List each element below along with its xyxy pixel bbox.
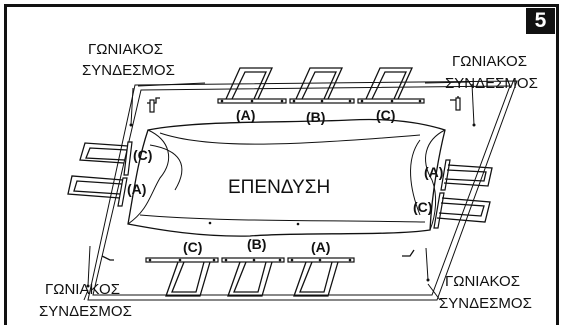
bottom-leg-c bbox=[165, 261, 211, 297]
ground-sheet-inner bbox=[92, 85, 511, 296]
bottom-rail-b bbox=[221, 257, 285, 263]
top-rail-c-label: (C) bbox=[376, 107, 395, 123]
leader-line-top-right bbox=[424, 81, 471, 84]
bottom-rail-c-label: (C) bbox=[183, 239, 202, 255]
left-rail-a bbox=[117, 177, 128, 207]
right-rail-a bbox=[440, 159, 451, 191]
bottom-rail-a-label: (A) bbox=[311, 239, 330, 255]
right-leg-a bbox=[443, 164, 493, 187]
corner-label-bottom-left-line1: ΓΩΝΙΑΚΟΣ bbox=[45, 281, 120, 298]
top-rail-b-label: (B) bbox=[306, 109, 325, 125]
bottom-rail-a bbox=[287, 257, 355, 263]
left-leg-a bbox=[67, 175, 124, 199]
corner-label-bottom-right-line1: ΓΩΝΙΑΚΟΣ bbox=[445, 273, 520, 290]
liner-fold-5 bbox=[149, 144, 183, 191]
top-leg-a bbox=[225, 67, 274, 100]
liner-fold-6 bbox=[410, 139, 421, 216]
right-rail-c-label: (C) bbox=[413, 199, 432, 215]
liner-drain-dot bbox=[296, 222, 300, 226]
corner-label-top-left-line1: ΓΩΝΙΑΚΟΣ bbox=[88, 41, 163, 58]
bottom-rail-b-label: (B) bbox=[247, 236, 266, 252]
corner-connector-top-right bbox=[450, 83, 476, 127]
right-leg-c bbox=[436, 197, 491, 223]
top-leg-b bbox=[295, 67, 344, 100]
corner-label-top-right-line2: ΣΥΝΔΕΣΜΟΣ bbox=[445, 75, 538, 92]
step-number-badge: 5 bbox=[526, 8, 555, 34]
liner-fold-2 bbox=[425, 129, 446, 231]
right-rail-a-label: (A) bbox=[424, 164, 443, 180]
left-rail-c-label: (C) bbox=[133, 147, 152, 163]
corner-connector-top-left bbox=[129, 87, 160, 127]
left-rail-a-label: (A) bbox=[127, 181, 146, 197]
liner-fold-3 bbox=[159, 132, 421, 145]
leader-line-bottom-right bbox=[427, 283, 441, 301]
top-leg-c bbox=[365, 67, 414, 100]
bottom-rail-c bbox=[145, 257, 219, 263]
top-rail-b bbox=[289, 98, 355, 104]
corner-label-bottom-right-line2: ΣΥΝΔΕΣΜΟΣ bbox=[439, 295, 532, 312]
leader-line-bottom-left bbox=[83, 289, 89, 301]
ground-sheet bbox=[87, 80, 518, 301]
liner-fold-4 bbox=[139, 214, 426, 223]
left-leg-c bbox=[79, 142, 129, 164]
top-rail-a bbox=[217, 98, 287, 104]
bottom-leg-b bbox=[227, 261, 273, 297]
bottom-leg-a bbox=[293, 261, 339, 297]
corner-connector-bottom-left bbox=[86, 245, 114, 288]
liner-fold-1 bbox=[127, 129, 169, 225]
top-rail-a-label: (A) bbox=[236, 107, 255, 123]
right-rail-c bbox=[433, 192, 445, 229]
corner-label-top-right-line1: ΓΩΝΙΑΚΟΣ bbox=[452, 53, 527, 70]
leader-line-top-left bbox=[137, 82, 206, 87]
top-rail-c bbox=[357, 98, 425, 104]
liner-drain-dot bbox=[208, 221, 212, 225]
corner-label-top-left-line2: ΣΥΝΔΕΣΜΟΣ bbox=[82, 62, 175, 79]
liner-label: ΕΠΕΝΔΥΣΗ bbox=[228, 177, 330, 198]
left-rail-c bbox=[123, 141, 133, 176]
diagram-frame bbox=[4, 4, 559, 325]
corner-label-bottom-left-line2: ΣΥΝΔΕΣΜΟΣ bbox=[39, 303, 132, 320]
corner-connector-bottom-right bbox=[402, 247, 430, 282]
